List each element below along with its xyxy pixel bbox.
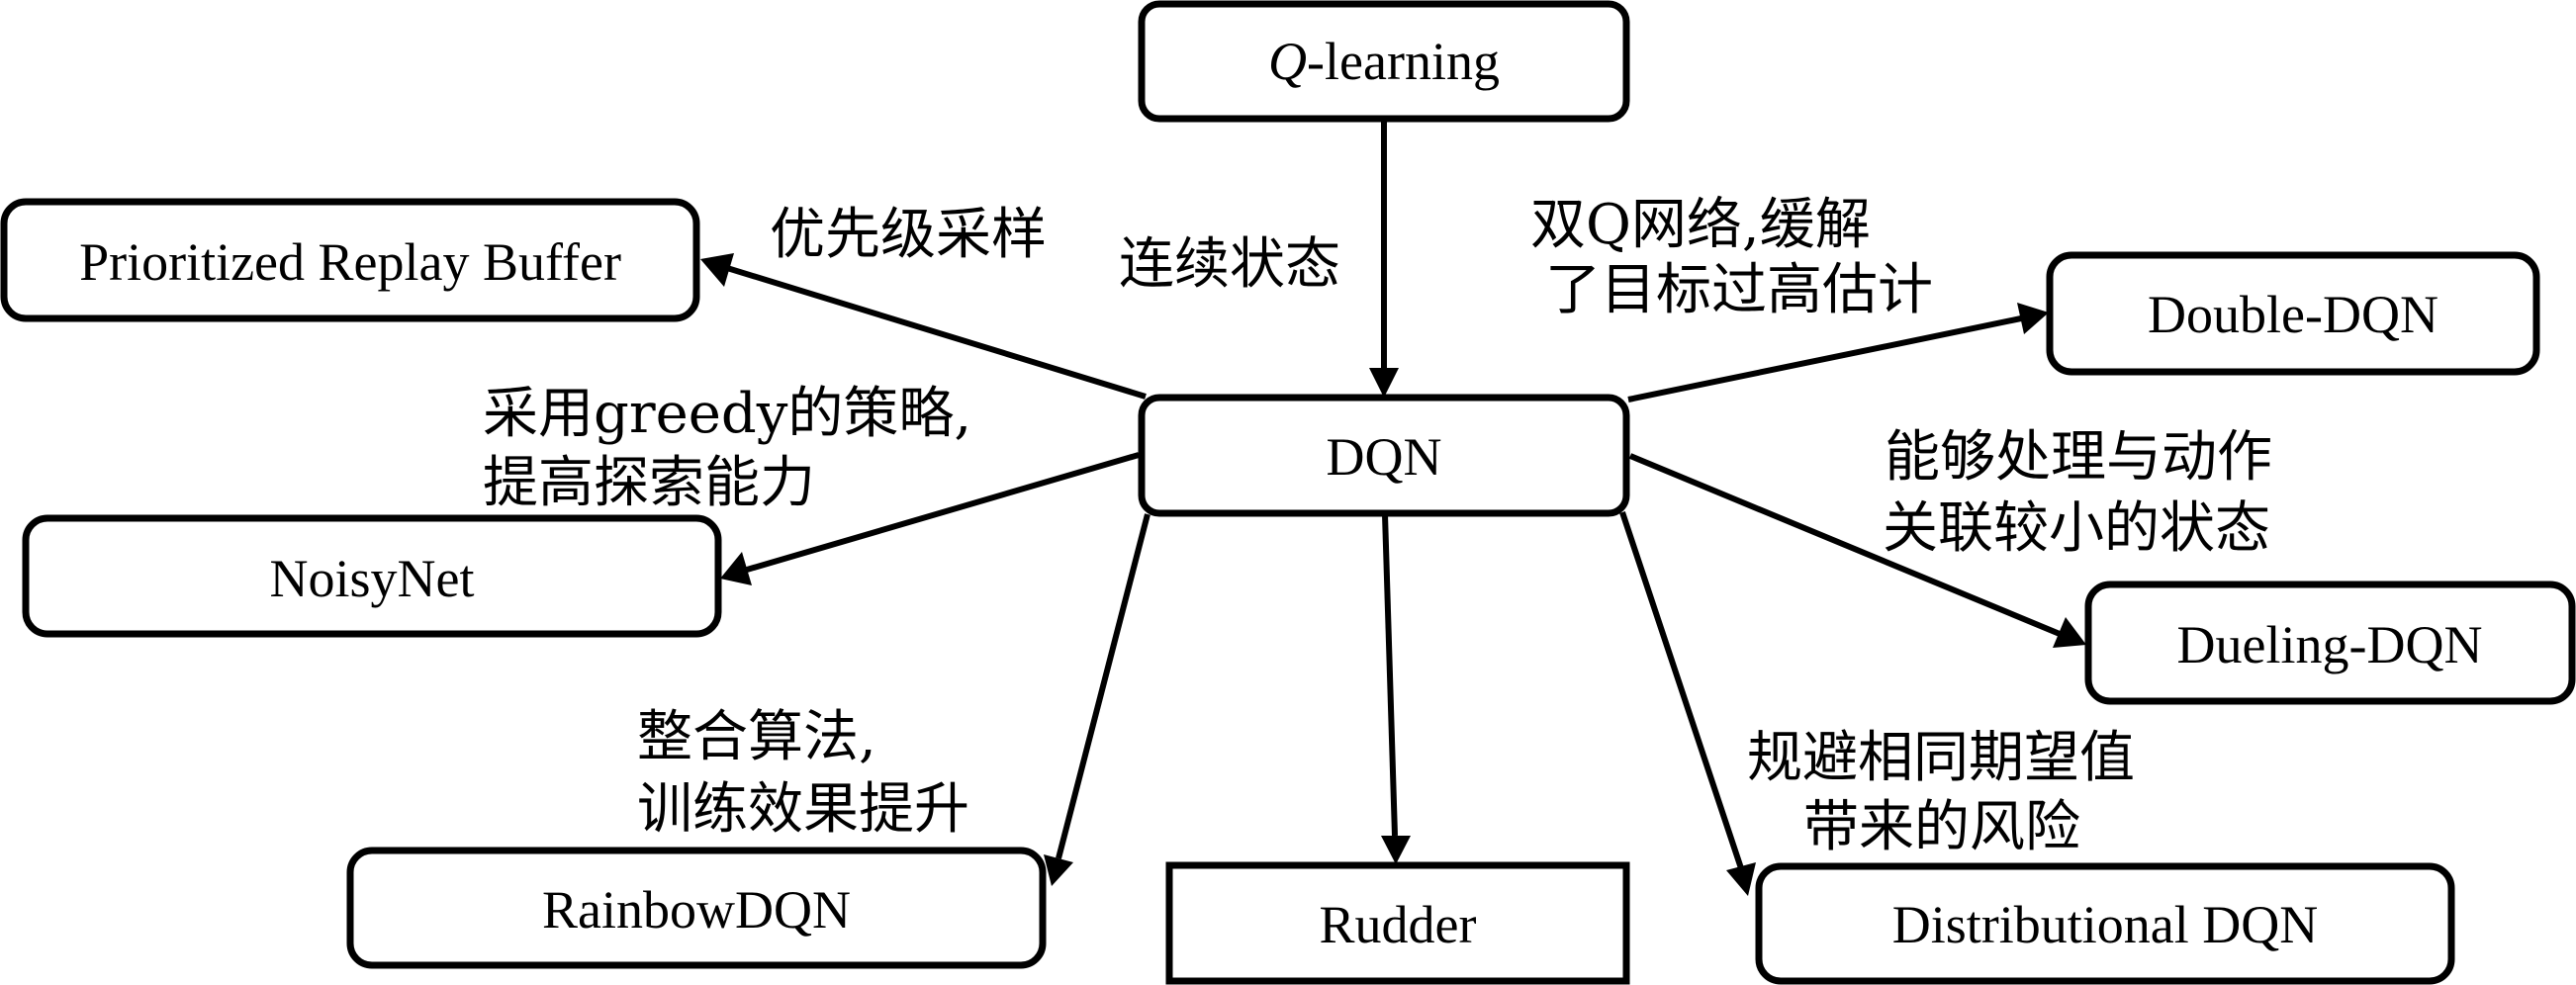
node-rudder-label: Rudder <box>1320 895 1477 954</box>
node-qlearning[interactable]: Q-learning <box>1138 0 1630 123</box>
edge-label-noisynet-line2: 提高探索能力 <box>483 451 815 515</box>
edge-dqn-prb <box>700 253 1147 400</box>
node-dqn-label: DQN <box>1327 427 1442 487</box>
edge-dqn-rudder <box>1381 513 1411 864</box>
arrowhead-icon <box>1369 368 1399 398</box>
node-noisynet-label: NoisyNet <box>270 549 475 608</box>
edge-label-dueling-line2: 关联较小的状态 <box>1883 496 2270 561</box>
node-prb-label: Prioritized Replay Buffer <box>79 232 621 292</box>
node-distributional-dqn[interactable]: Distributional DQN <box>1755 862 2455 985</box>
node-rainbow-label: RainbowDQN <box>542 880 851 940</box>
edge-label-qlearning-dqn: 连续状态 <box>1119 232 1340 297</box>
node-rudder[interactable]: Rudder <box>1165 861 1630 985</box>
edge-dqn-rainbow <box>1044 513 1150 886</box>
node-double-dqn[interactable]: Double-DQN <box>2046 251 2540 376</box>
arrowhead-icon <box>1044 854 1073 886</box>
edge-label-double-line1: 双Q网络,缓解 <box>1530 193 1871 257</box>
edge-label-double-line2: 了目标过高估计 <box>1545 258 1933 322</box>
edge-labels: 连续状态 优先级采样 采用greedy的策略, 提高探索能力 整合算法, 训练效… <box>483 193 2272 859</box>
edge-label-distributional-line2: 带来的风险 <box>1803 795 2080 859</box>
edge-label-dueling-line1: 能够处理与动作 <box>1885 425 2272 490</box>
arrowhead-icon <box>2017 303 2049 334</box>
edges <box>700 119 2086 896</box>
edge-dqn-dueling <box>1628 453 2086 648</box>
arrowhead-icon <box>1381 836 1411 864</box>
edge-label-noisynet-line1: 采用greedy的策略, <box>483 382 971 446</box>
node-dueling-label: Dueling-DQN <box>2177 615 2483 674</box>
node-double-label: Double-DQN <box>2148 285 2438 344</box>
arrowhead-icon <box>720 552 752 585</box>
arrowhead-icon <box>700 253 734 287</box>
edge-dqn-noisynet <box>720 452 1140 585</box>
node-dqn[interactable]: DQN <box>1138 394 1630 517</box>
node-dueling-dqn[interactable]: Dueling-DQN <box>2084 581 2576 705</box>
edge-qlearning-dqn <box>1369 119 1399 398</box>
node-distributional-label: Distributional DQN <box>1892 895 2318 954</box>
edge-label-rainbow-line1: 整合算法, <box>637 705 876 769</box>
arrowhead-icon <box>2053 617 2086 648</box>
edge-label-rainbow-line2: 训练效果提升 <box>637 777 969 842</box>
edge-label-distributional-line1: 规避相同期望值 <box>1747 726 2135 790</box>
edge-label-prb: 优先级采样 <box>770 203 1047 267</box>
edge-dqn-double <box>1627 303 2049 403</box>
node-qlearning-label: Q-learning <box>1268 32 1500 91</box>
node-prioritized-replay-buffer[interactable]: Prioritized Replay Buffer <box>0 198 700 322</box>
arrowhead-icon <box>1726 862 1756 896</box>
edge-dqn-distributional <box>1619 511 1756 896</box>
node-rainbowdqn[interactable]: RainbowDQN <box>346 847 1047 969</box>
node-noisynet[interactable]: NoisyNet <box>22 514 722 638</box>
